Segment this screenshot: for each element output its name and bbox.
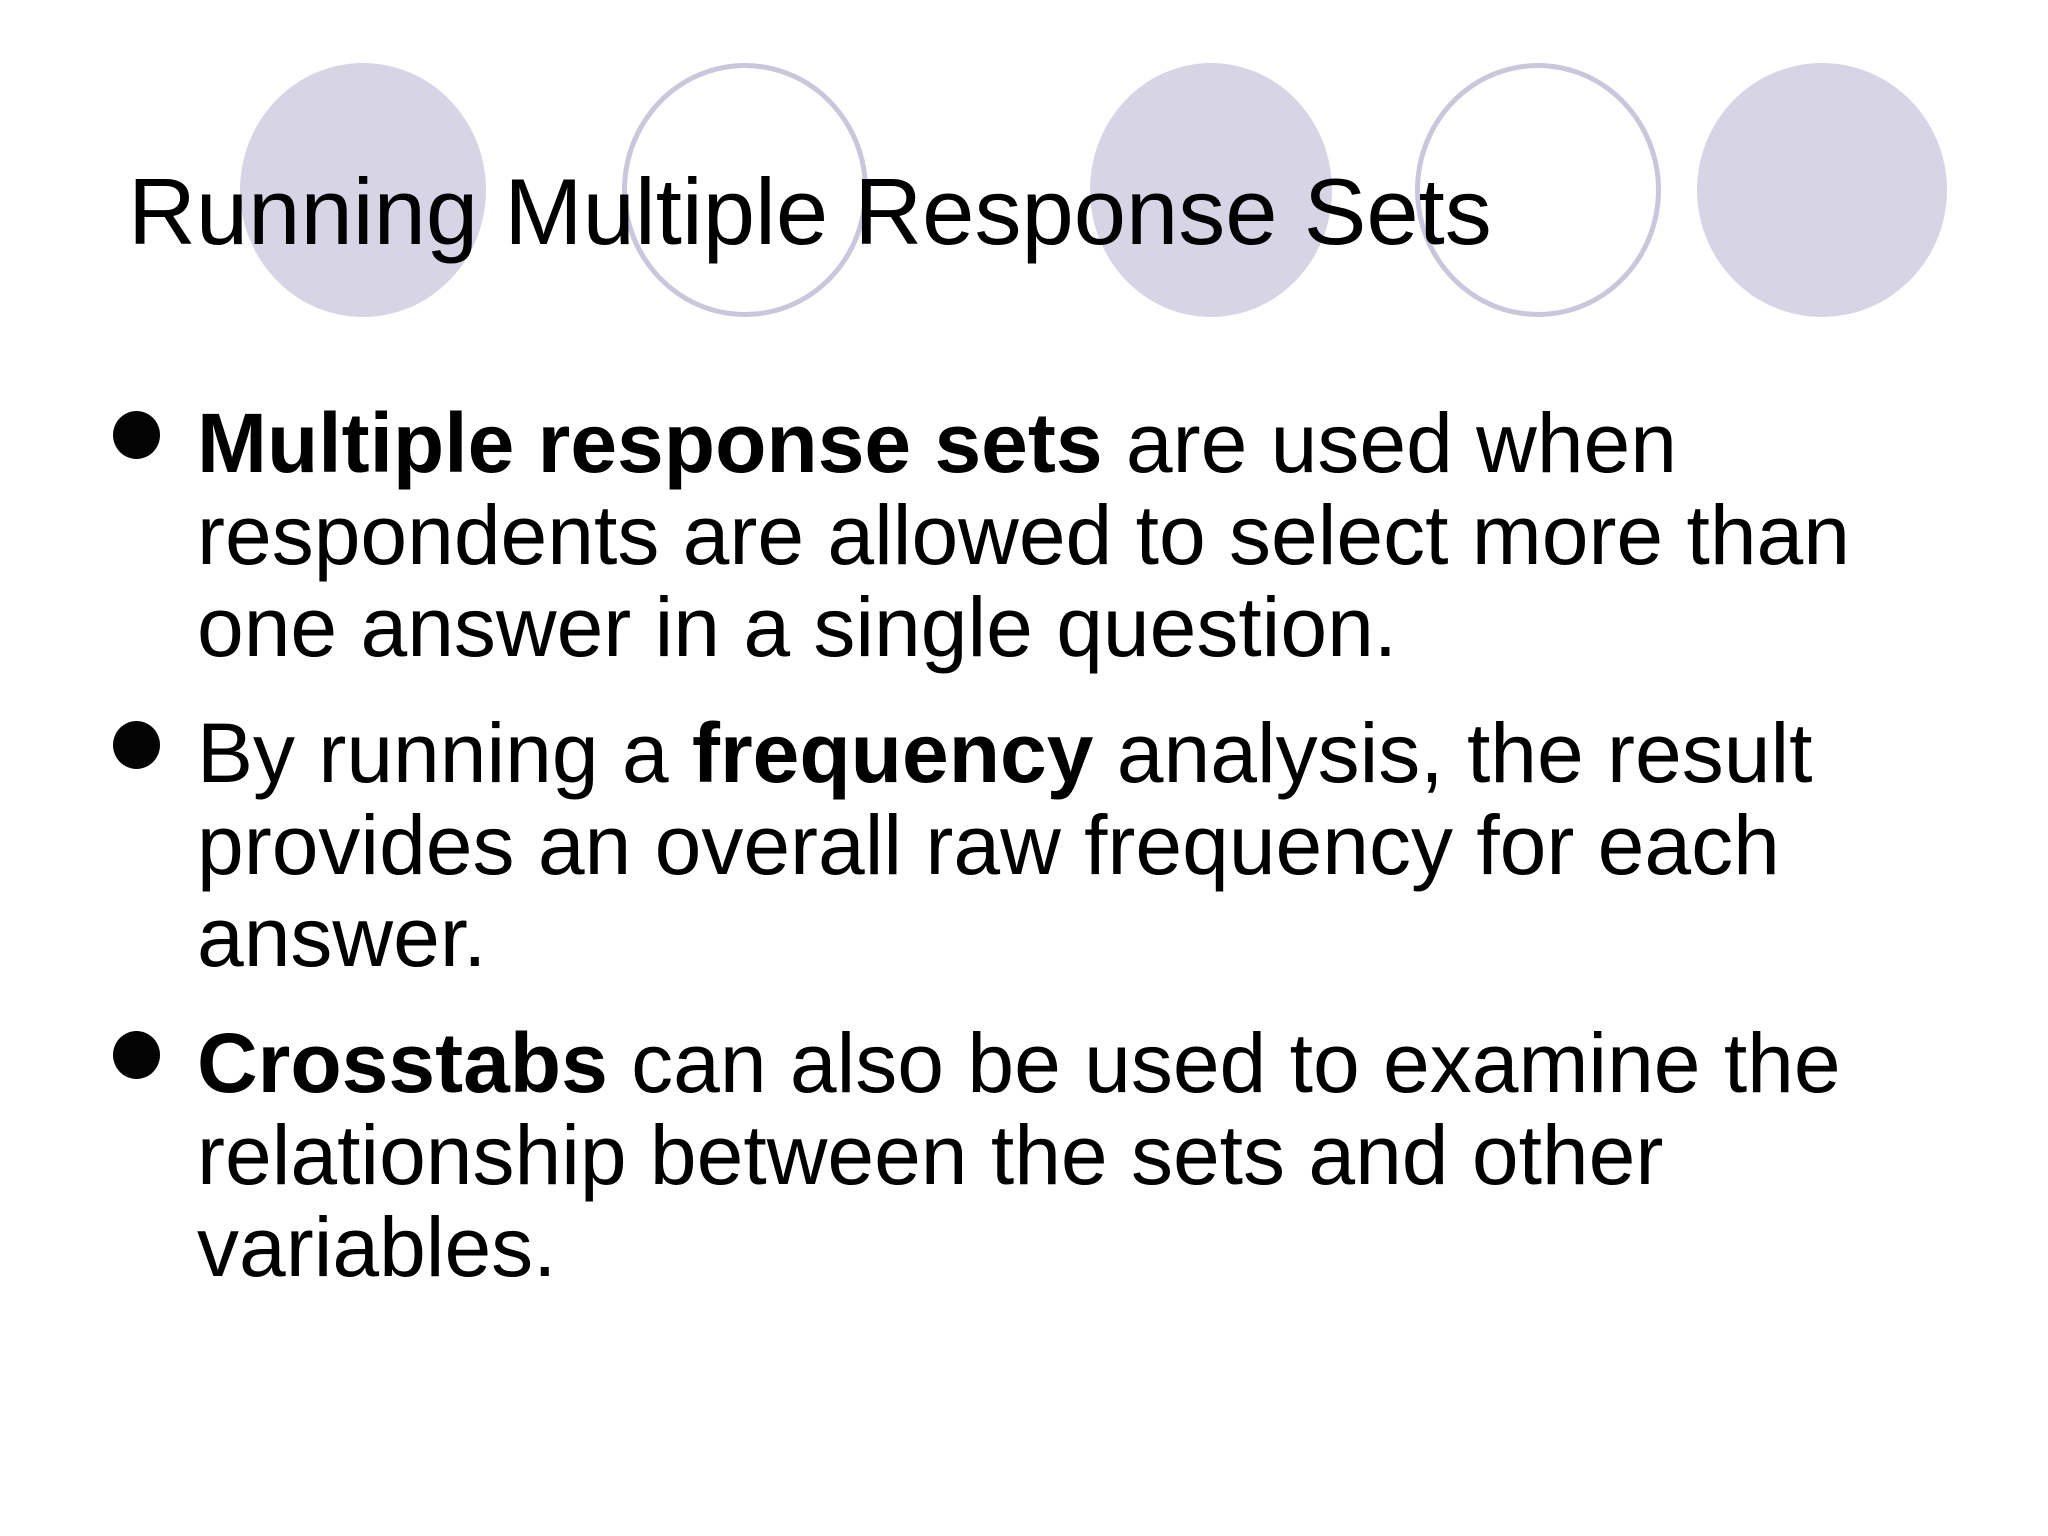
- bullet-marker-icon: [113, 1031, 160, 1079]
- bullet-text: Crosstabs can also be used to examine th…: [197, 1016, 1841, 1294]
- slide-title: Running Multiple Response Sets: [128, 159, 1492, 264]
- outlined-circle-decoration: [1415, 63, 1661, 317]
- filled-circle-decoration: [1697, 63, 1947, 317]
- filled-circle-decoration: [240, 63, 486, 317]
- bullet-text: By running a frequency analysis, the res…: [197, 706, 1813, 984]
- filled-circle-decoration: [1090, 63, 1332, 317]
- bullet-item: By running a frequency analysis, the res…: [113, 707, 1850, 983]
- bullet-item: Crosstabs can also be used to examine th…: [113, 1017, 1850, 1293]
- bullet-marker-icon: [113, 721, 160, 769]
- outlined-circle-decoration: [622, 63, 868, 317]
- bullet-marker-icon: [113, 411, 160, 459]
